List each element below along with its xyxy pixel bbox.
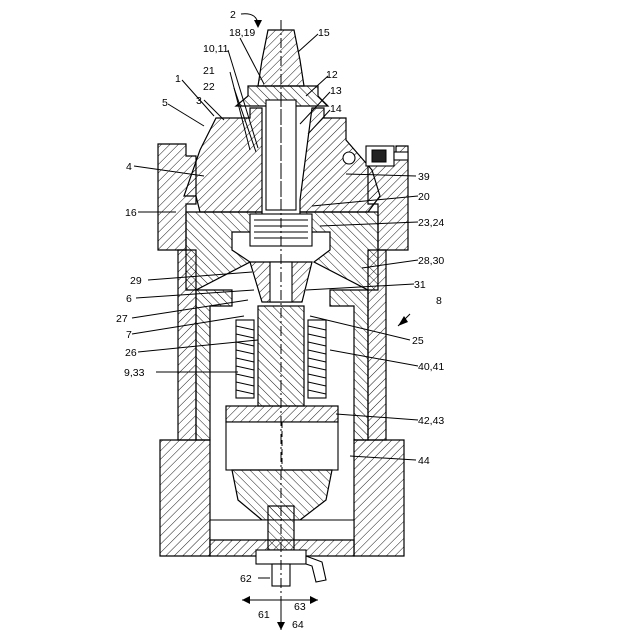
label-14: 14 — [330, 103, 342, 115]
base-housing-left — [160, 440, 210, 556]
label-29: 29 — [130, 275, 142, 287]
arrow-left-icon — [242, 596, 250, 604]
label-5: 5 — [162, 97, 168, 109]
label-20: 20 — [418, 191, 430, 203]
arrow-right-icon — [310, 596, 318, 604]
label-40-41: 40,41 — [418, 361, 444, 373]
label-4: 4 — [126, 161, 132, 173]
label-13: 13 — [330, 85, 342, 97]
valve-port — [343, 152, 355, 164]
label-8: 8 — [436, 295, 442, 307]
coil-spring-right — [308, 320, 326, 398]
label-12: 12 — [326, 69, 338, 81]
label-28-30: 28,30 — [418, 255, 444, 267]
valve-stem — [394, 152, 408, 160]
cylinder-wall-right — [368, 250, 386, 440]
coil-spring-left — [236, 320, 254, 398]
label-10-11: 10,11 — [203, 43, 229, 55]
cylinder-wall-left — [178, 250, 196, 440]
label-6: 6 — [126, 293, 132, 305]
label-9-33: 9,33 — [124, 367, 145, 379]
label-18-19: 18,19 — [229, 27, 255, 39]
label-26: 26 — [125, 347, 137, 359]
label-25: 25 — [412, 335, 424, 347]
label-61: 61 — [258, 609, 270, 621]
label-15: 15 — [318, 27, 330, 39]
label-22: 22 — [203, 81, 215, 93]
label-31: 31 — [414, 279, 426, 291]
label-7: 7 — [126, 329, 132, 341]
label-42-43: 42,43 — [418, 415, 444, 427]
label-44: 44 — [418, 455, 430, 467]
label-2: 2 — [230, 9, 236, 21]
valve-core — [372, 150, 386, 162]
label-21: 21 — [203, 65, 215, 77]
label-62: 62 — [240, 573, 252, 585]
label-39: 39 — [418, 171, 430, 183]
label-64: 64 — [292, 619, 304, 631]
label-23-24: 23,24 — [418, 217, 444, 229]
label-63: 63 — [294, 601, 306, 613]
side-fitting — [306, 556, 326, 582]
label-1: 1 — [175, 73, 181, 85]
label-3: 3 — [196, 95, 202, 107]
piston-disc — [226, 406, 338, 422]
label-16: 16 — [125, 207, 137, 219]
label-27: 27 — [116, 313, 128, 325]
arrow-down-icon — [277, 622, 285, 630]
